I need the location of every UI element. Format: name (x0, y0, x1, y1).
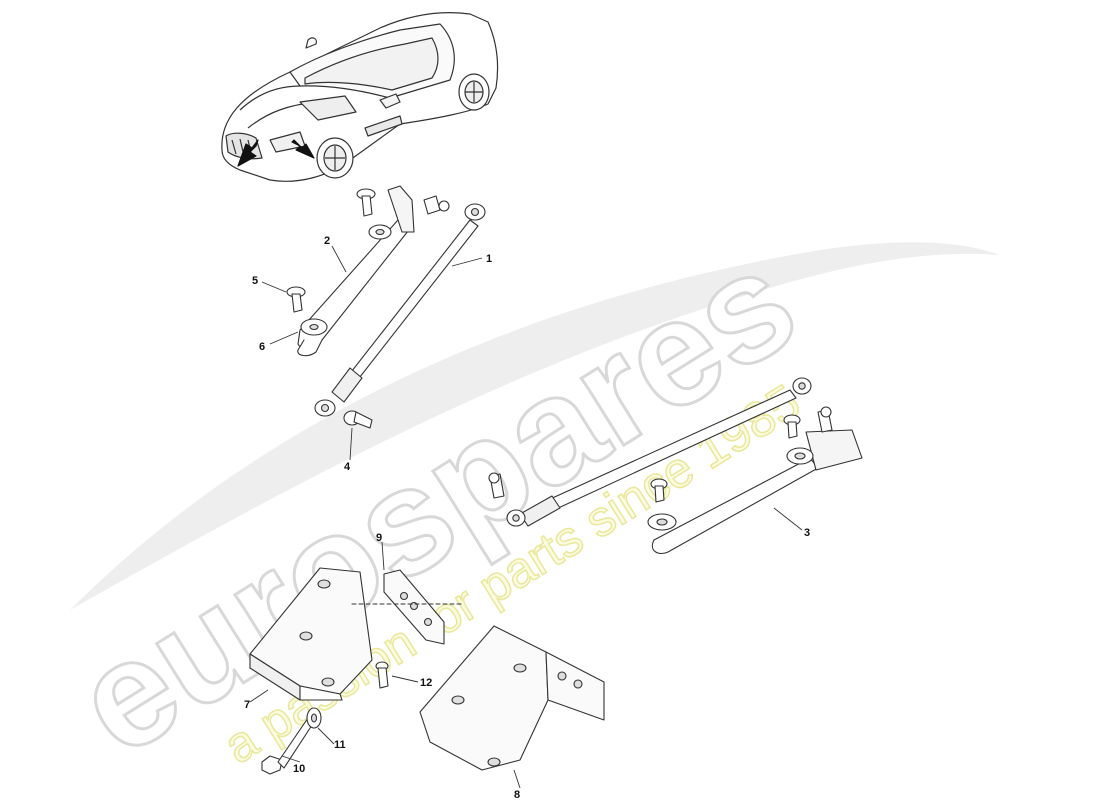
callout-9: 9 (376, 532, 382, 544)
callout-7: 7 (244, 699, 250, 711)
ball-stud (488, 472, 505, 499)
gas-strut (314, 203, 486, 417)
callout-4: 4 (344, 461, 351, 473)
callout-8: 8 (514, 789, 520, 800)
hinge-bracket (249, 567, 373, 701)
washer (306, 707, 322, 729)
callout-10: 10 (293, 763, 305, 775)
car-illustration (221, 12, 499, 182)
hinge-plate (351, 569, 465, 645)
callout-1: 1 (486, 253, 492, 265)
ball-stud (423, 195, 450, 215)
callout-5: 5 (252, 275, 258, 287)
parts (249, 185, 863, 775)
callout-2: 2 (324, 235, 330, 247)
bracket-arm (647, 429, 863, 555)
bolt (356, 188, 376, 217)
arrow-icon (291, 139, 315, 159)
callout-12: 12 (420, 677, 432, 689)
ball-stud (817, 406, 833, 433)
bolt (286, 286, 306, 313)
callout-3: 3 (804, 527, 810, 539)
hinge-bracket (419, 625, 605, 771)
arrow-icon (237, 139, 259, 167)
callout-6: 6 (259, 341, 265, 353)
gas-strut (506, 377, 812, 527)
bracket-arm (297, 185, 415, 357)
ball-stud (343, 410, 373, 429)
leader-lines (249, 245, 803, 789)
bolt (650, 478, 668, 503)
callouts: 1 2 3 4 5 6 7 8 9 10 11 12 (244, 235, 810, 800)
screw (375, 661, 389, 689)
callout-11: 11 (334, 739, 346, 751)
bolt (783, 414, 801, 439)
washer (300, 318, 328, 336)
